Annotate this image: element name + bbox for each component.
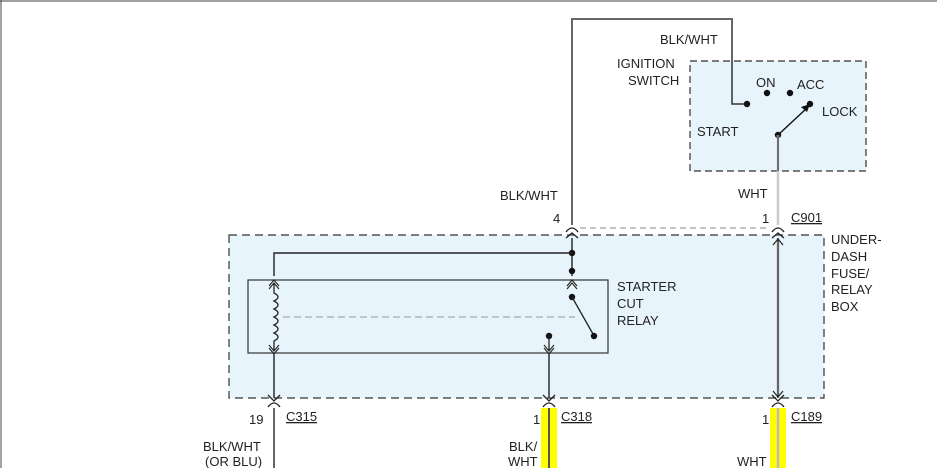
c189-wire-label: WHT [737, 454, 767, 468]
relay-feed-dot [568, 267, 576, 275]
c318-name: C318 [561, 409, 592, 424]
c318-wire-label-1: BLK/ [509, 439, 538, 454]
relay-contact-arm [571, 296, 594, 335]
c901-connector-name: C901 [791, 210, 822, 225]
c901-pin4-terminal-2 [565, 232, 579, 239]
relay-coil [272, 283, 279, 351]
c189-name: C189 [791, 409, 822, 424]
pin1-arrow-top [772, 238, 784, 246]
ignition-switch: IGNITION SWITCH ON ACC LOCK START [617, 27, 867, 172]
c189-terminal [771, 394, 785, 408]
relay-contact-end [590, 332, 598, 340]
relay-terminal-switch-top [566, 279, 578, 290]
switch-position-on: ON [756, 75, 776, 90]
fuse-box-label-5: BOX [831, 299, 859, 314]
pin4-wire-label: BLK/WHT [500, 188, 558, 203]
switch-start-wire [731, 27, 748, 105]
relay-terminal-coil-top [268, 279, 280, 290]
relay-label-3: RELAY [617, 313, 659, 328]
c315-terminal [267, 394, 281, 408]
coil-feed-wire [273, 252, 572, 276]
switch-position-acc: ACC [797, 77, 824, 92]
relay-label-1: STARTER [617, 279, 676, 294]
c901-pin-4: 4 [553, 211, 560, 226]
c901-pin1-terminal-2 [771, 232, 785, 239]
relay-label-2: CUT [617, 296, 644, 311]
contact-start [743, 100, 751, 108]
c901-pin4-terminal [565, 227, 579, 233]
switch-position-lock: LOCK [822, 104, 858, 119]
contact-on [763, 89, 771, 97]
c315-pin: 19 [249, 412, 263, 427]
ignition-switch-label-1: IGNITION [617, 56, 675, 71]
switch-position-start: START [697, 124, 738, 139]
switch-wiper-arrow [801, 104, 810, 112]
fuse-box-label-4: RELAY [831, 282, 873, 297]
fuse-box-label-1: UNDER- [831, 232, 882, 247]
c189-pin: 1 [762, 412, 769, 427]
pin1-arrow-bottom [772, 390, 784, 398]
top-wire-label: BLK/WHT [660, 32, 718, 47]
starter-cut-relay: STARTER CUT RELAY [247, 279, 676, 355]
fuse-box-label-2: DASH [831, 249, 867, 264]
c315-wire-label-2: (OR BLU) [205, 454, 262, 468]
ignition-switch-label-2: SWITCH [628, 73, 679, 88]
c318-pin: 1 [533, 412, 540, 427]
switch-wiper [777, 107, 808, 136]
c901-pin-1: 1 [762, 211, 769, 226]
c318-wire-label-2: WHT [508, 454, 538, 468]
c315-name: C315 [286, 409, 317, 424]
c315-wire-label-1: BLK/WHT [203, 439, 261, 454]
blk-wht-top-wire [571, 18, 733, 225]
pin1-wire-label: WHT [738, 186, 768, 201]
c901-pin1-terminal [771, 227, 785, 233]
c318-terminal [542, 394, 556, 408]
fuse-box-label-3: FUSE/ [831, 266, 870, 281]
contact-acc [786, 89, 794, 97]
